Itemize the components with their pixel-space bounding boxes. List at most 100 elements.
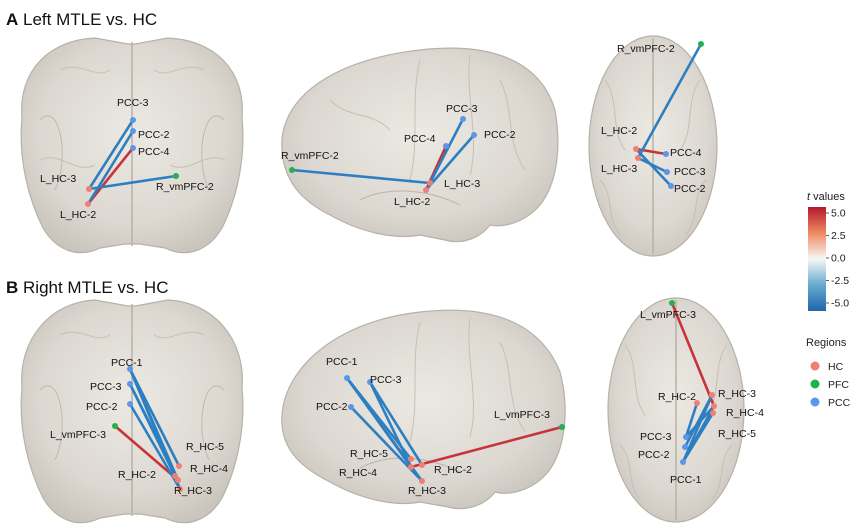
node-b-0-R_HC-5 [176, 463, 182, 469]
panel-a-title: A Left MTLE vs. HC [6, 10, 157, 29]
label-b-2-R_HC-5: R_HC-5 [718, 428, 756, 440]
brain-a-axial [588, 35, 718, 257]
label-a-2-PCC-2: PCC-2 [674, 183, 706, 195]
colorbar [808, 207, 826, 311]
label-b-0-R_HC-3: R_HC-3 [174, 485, 212, 497]
regions-legend-title: Regions [806, 337, 847, 349]
label-b-0-R_HC-5: R_HC-5 [186, 441, 224, 453]
label-a-1-L_HC-3: L_HC-3 [444, 178, 480, 190]
label-a-1-PCC-4: PCC-4 [404, 133, 436, 145]
node-b-0-L_vmPFC-3 [112, 423, 118, 429]
label-a-0-L_HC-2: L_HC-2 [60, 209, 96, 221]
node-b-1-R_HC-5 [408, 456, 414, 462]
edge-b-2-PCC-3-R_HC-4 [684, 404, 716, 439]
node-b-0-PCC-1 [127, 366, 133, 372]
label-b-0-R_HC-4: R_HC-4 [190, 463, 228, 475]
edge-a-2-L_HC-3-R_vmPFC-2 [636, 42, 703, 160]
node-b-1-PCC-3 [367, 379, 373, 385]
label-b-0-L_vmPFC-3: L_vmPFC-3 [50, 429, 106, 441]
node-a-0-PCC-4 [130, 145, 136, 151]
node-a-2-PCC-4 [663, 151, 669, 157]
label-a-1-L_HC-2: L_HC-2 [394, 196, 430, 208]
node-a-1-PCC-3 [460, 116, 466, 122]
node-b-2-PCC-1 [680, 459, 686, 465]
edge-b-0-PCC-3-R_HC-4 [128, 382, 180, 482]
edge-a-1-L_HC-2-PCC-2 [424, 133, 476, 192]
node-a-1-PCC-4 [443, 143, 449, 149]
label-b-2-R_HC-4: R_HC-4 [726, 407, 764, 419]
colorbar-tick-label: 2.5 [831, 230, 846, 242]
edge-a-2-L_HC-2-PCC-2 [634, 147, 673, 188]
node-a-2-PCC-3 [664, 169, 670, 175]
label-b-0-R_HC-2: R_HC-2 [118, 469, 156, 481]
label-b-0-PCC-2: PCC-2 [86, 401, 118, 413]
colorbar-tick-label: -5.0 [831, 298, 849, 310]
label-b-1-L_vmPFC-3: L_vmPFC-3 [494, 409, 550, 421]
node-b-2-R_HC-5 [710, 410, 716, 416]
edge-a-2-L_HC-2-PCC-4 [634, 147, 668, 156]
brain-b-axial [607, 297, 745, 523]
label-a-0-PCC-3: PCC-3 [117, 97, 149, 109]
node-b-0-R_HC-3 [177, 486, 183, 492]
label-b-1-PCC-3: PCC-3 [370, 374, 402, 386]
label-b-2-R_HC-3: R_HC-3 [718, 388, 756, 400]
node-b-2-L_vmPFC-3 [669, 300, 675, 306]
label-a-2-L_HC-2: L_HC-2 [601, 125, 637, 137]
brain-b-coronal [20, 299, 244, 524]
label-a-0-L_HC-3: L_HC-3 [40, 173, 76, 185]
colorbar-tick-label: 0.0 [831, 253, 846, 265]
label-b-1-R_HC-2: R_HC-2 [434, 464, 472, 476]
node-a-2-R_vmPFC-2 [698, 41, 704, 47]
label-a-2-L_HC-3: L_HC-3 [601, 163, 637, 175]
panel-b-title: B Right MTLE vs. HC [6, 278, 169, 297]
brain-b-sagittal [281, 309, 566, 510]
label-b-0-PCC-3: PCC-3 [90, 381, 122, 393]
node-a-2-L_HC-2 [633, 146, 639, 152]
region-labels: L_HC-2L_HC-3PCC-3PCC-2PCC-4R_vmPFC-2L_HC… [40, 43, 764, 497]
node-b-2-PCC-3 [683, 434, 689, 440]
label-b-2-PCC-1: PCC-1 [670, 474, 702, 486]
regions-legend-label: PCC [828, 397, 851, 409]
node-a-1-L_HC-2 [423, 187, 429, 193]
label-a-0-PCC-4: PCC-4 [138, 146, 170, 158]
colorbar-title: t values [807, 191, 845, 203]
node-a-1-L_HC-3 [427, 180, 433, 186]
label-b-1-R_HC-5: R_HC-5 [350, 448, 388, 460]
colorbar-tick-label: 5.0 [831, 208, 846, 220]
label-b-2-PCC-2: PCC-2 [638, 449, 670, 461]
node-b-1-PCC-2 [348, 404, 354, 410]
edge-b-0-PCC-2-R_HC-3 [128, 402, 182, 491]
node-a-1-R_vmPFC-2 [289, 167, 295, 173]
label-a-0-R_vmPFC-2: R_vmPFC-2 [156, 181, 214, 193]
brain-a-sagittal [281, 47, 559, 243]
label-a-2-R_vmPFC-2: R_vmPFC-2 [617, 43, 675, 55]
label-a-1-R_vmPFC-2: R_vmPFC-2 [281, 150, 339, 162]
colorbar-legend: t values 5.02.50.0-2.5-5.0 [807, 191, 849, 311]
edge-b-2-L_vmPFC-3-R_HC-4 [670, 301, 716, 408]
node-a-0-R_vmPFC-2 [173, 173, 179, 179]
edge-a-0-L_HC-2-PCC-2 [86, 129, 135, 206]
node-b-0-PCC-3 [127, 381, 133, 387]
label-b-1-R_HC-4: R_HC-4 [339, 467, 377, 479]
node-a-0-PCC-3 [130, 117, 136, 123]
edge-a-2-L_HC-3-PCC-3 [636, 156, 669, 174]
node-a-0-L_HC-2 [85, 201, 91, 207]
node-b-2-R_HC-2 [694, 400, 700, 406]
edge-b-1-PCC-3-R_HC-4 [368, 380, 413, 469]
edge-a-1-L_HC-3-R_vmPFC-2 [290, 168, 432, 185]
label-b-0-PCC-1: PCC-1 [111, 357, 143, 369]
node-b-2-R_HC-4 [711, 403, 717, 409]
node-b-2-PCC-2 [682, 444, 688, 450]
node-b-0-R_HC-2 [172, 473, 178, 479]
label-b-2-L_vmPFC-3: L_vmPFC-3 [640, 309, 696, 321]
regions-legend-label: PFC [828, 379, 849, 391]
connection-lines [86, 42, 716, 491]
edge-b-0-L_vmPFC-3-R_HC-4 [113, 424, 180, 482]
node-b-1-L_vmPFC-3 [559, 424, 565, 430]
label-b-1-PCC-2: PCC-2 [316, 401, 348, 413]
node-b-1-PCC-1 [344, 375, 350, 381]
label-a-1-PCC-3: PCC-3 [446, 103, 478, 115]
label-a-1-PCC-2: PCC-2 [484, 129, 516, 141]
edge-a-0-L_HC-2-PCC-4 [86, 146, 135, 206]
